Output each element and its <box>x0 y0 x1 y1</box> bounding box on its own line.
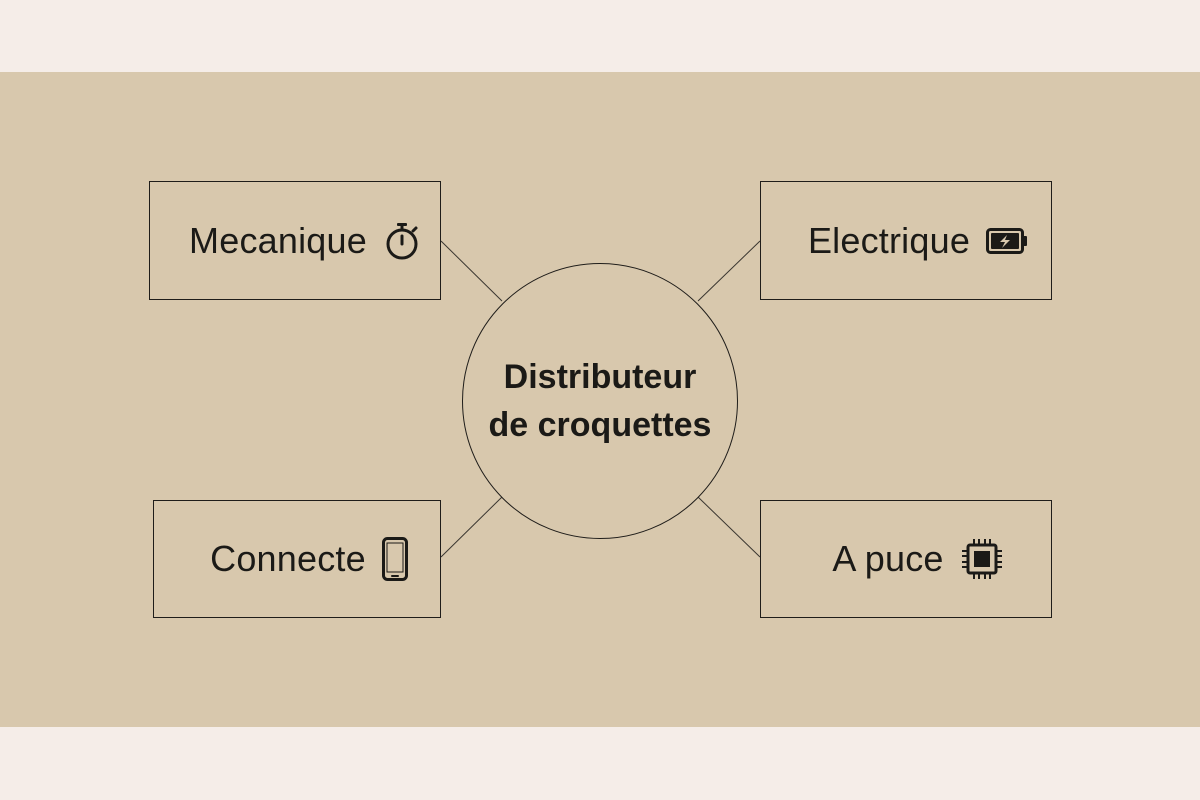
branch-connecte: Connecte <box>153 500 441 618</box>
microchip-icon <box>960 537 1004 581</box>
branch-label: A puce <box>832 538 944 579</box>
branch-label: Electrique <box>807 219 971 261</box>
smartphone-icon <box>381 537 408 581</box>
center-node: Distributeur de croquettes <box>462 263 738 539</box>
battery-icon <box>986 227 1028 254</box>
stopwatch-icon <box>383 221 421 261</box>
center-title-line-2: de croquettes <box>488 406 712 444</box>
branch-label: Connecte <box>210 538 366 579</box>
branch-label: Mecanique <box>189 219 367 261</box>
center-title-line-1: Distributeur <box>503 358 697 396</box>
branch-apuce: A puce <box>760 500 1052 618</box>
branch-mecanique: Mecanique <box>149 181 441 300</box>
branch-electrique: Electrique <box>760 181 1052 300</box>
